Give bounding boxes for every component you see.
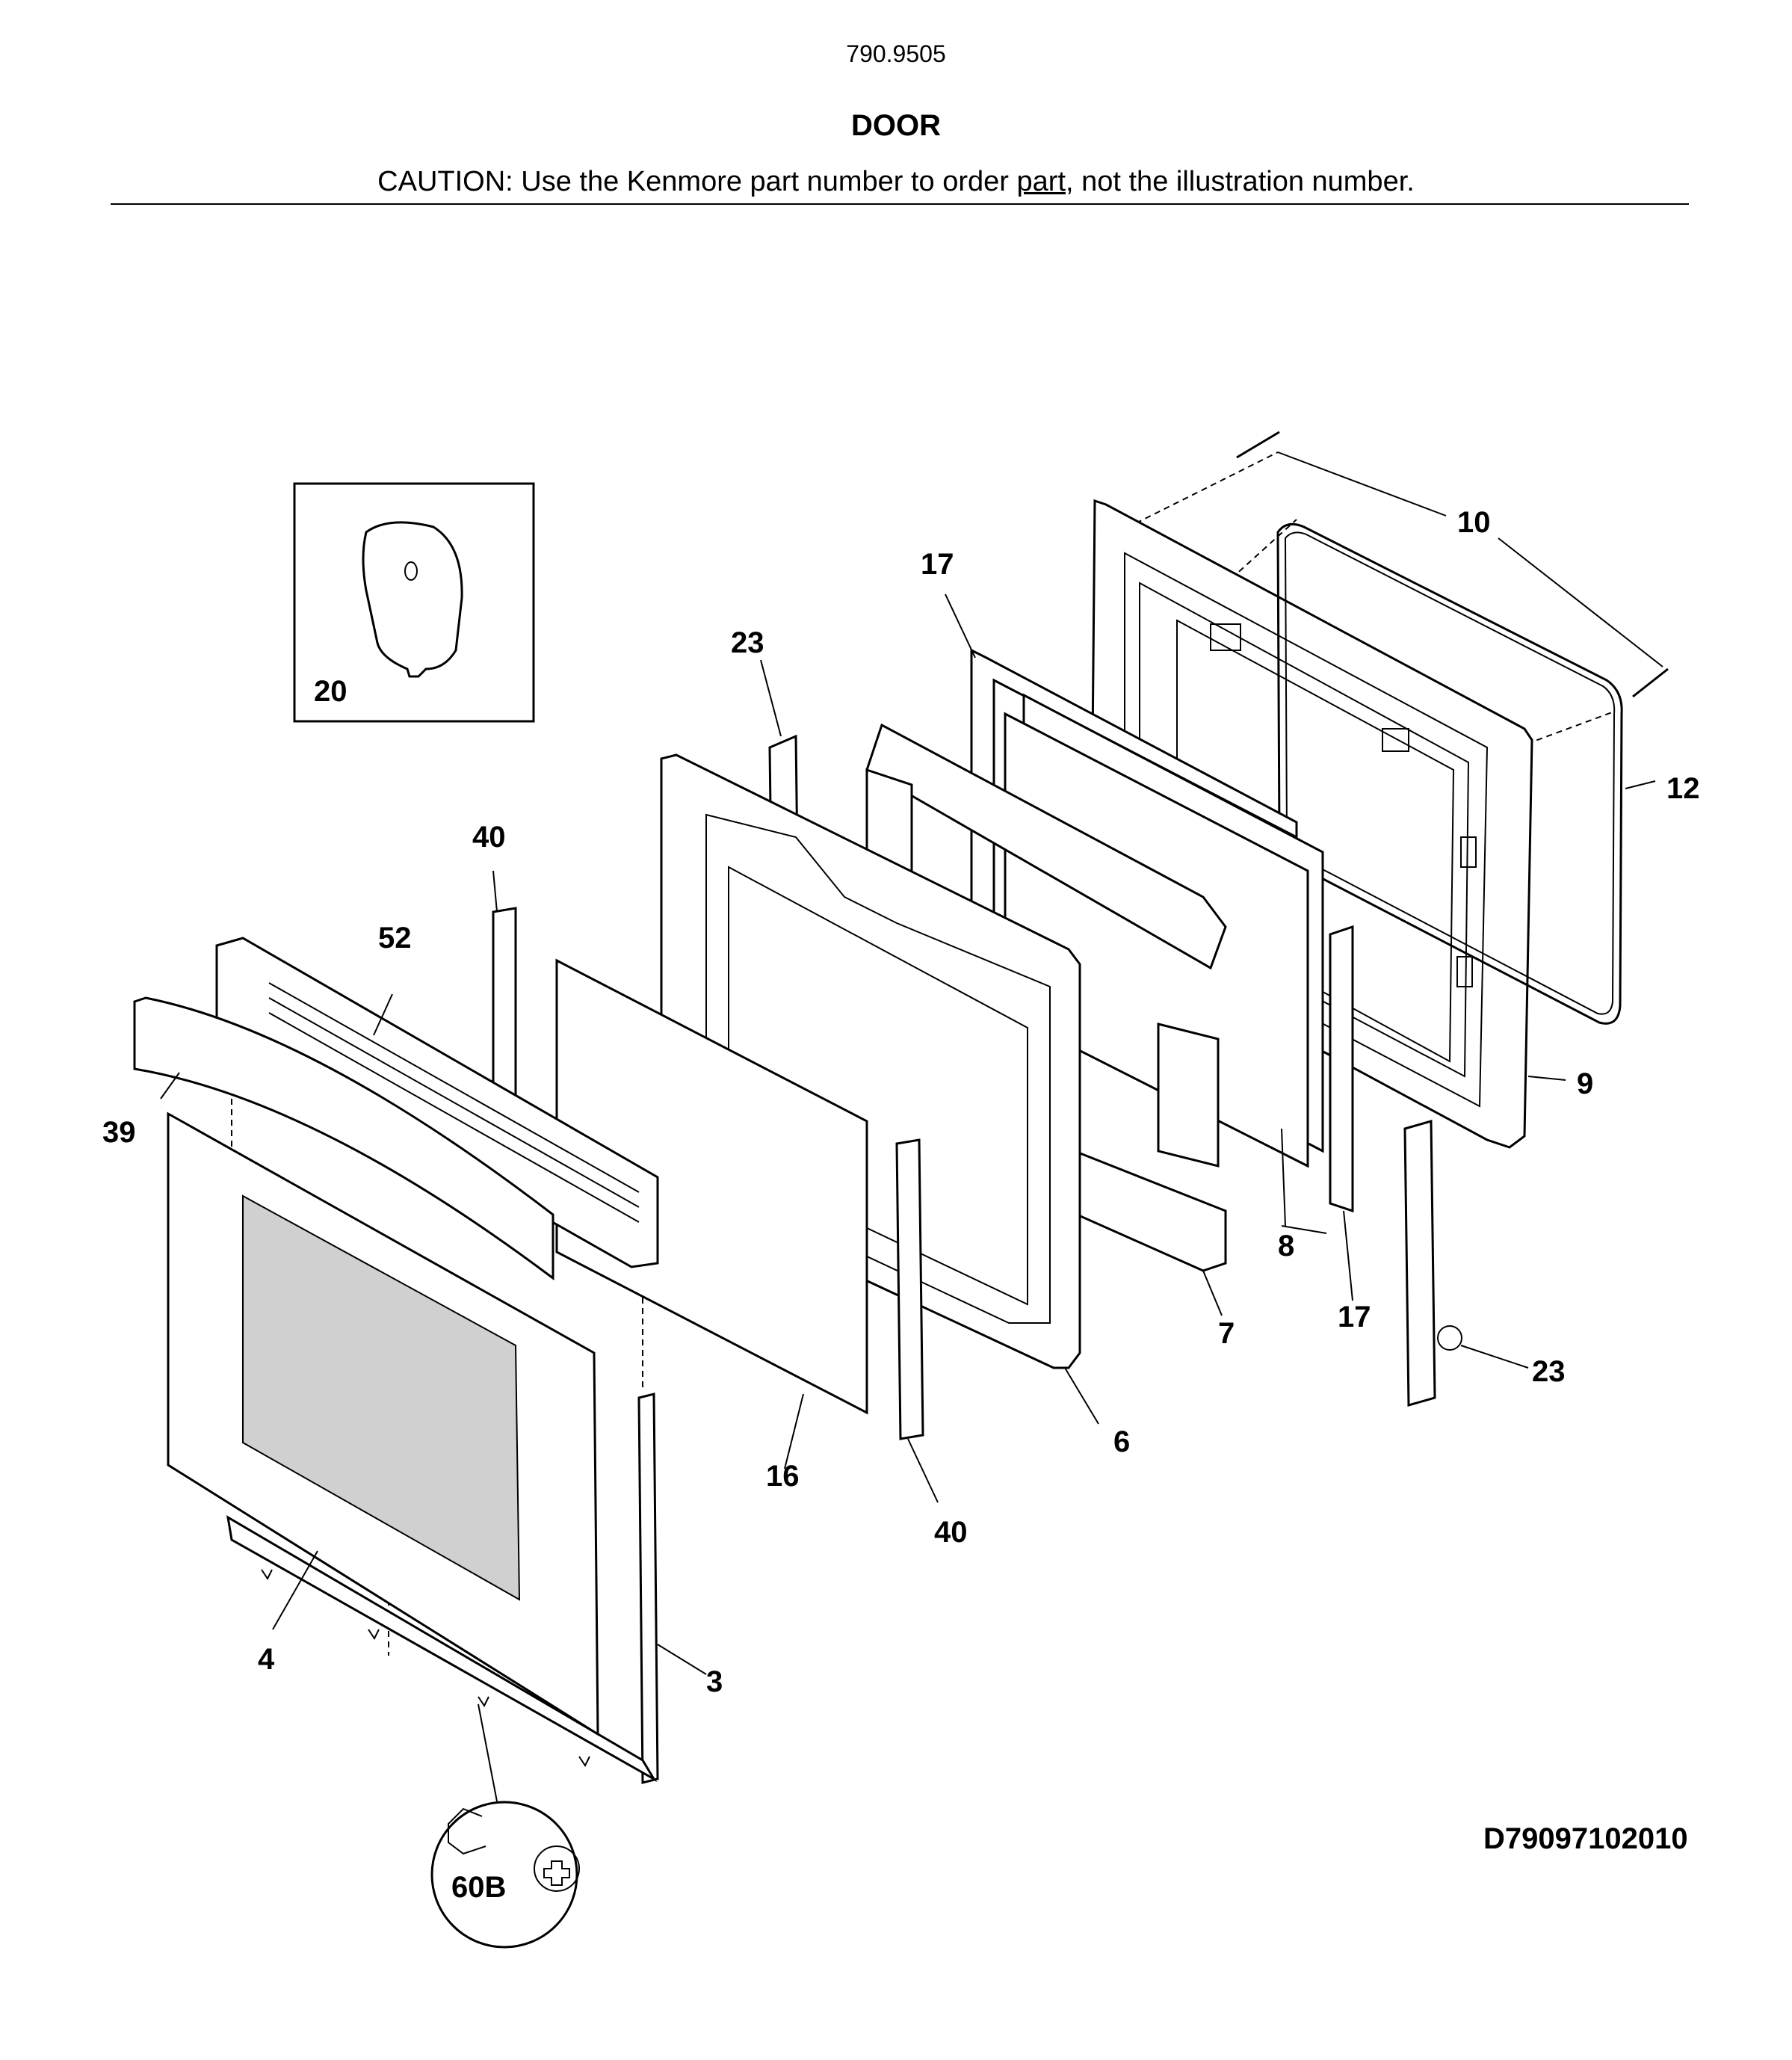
part-4-outer-door	[167, 1111, 599, 1736]
callout-17-lower: 17	[1338, 1301, 1371, 1333]
part-10-screws	[1236, 431, 1669, 698]
callout-60b: 60B	[451, 1871, 506, 1904]
part-20-inset	[293, 482, 535, 723]
callout-9: 9	[1577, 1067, 1593, 1100]
caution-text-end: , not the illustration number.	[1066, 166, 1415, 197]
callout-8: 8	[1278, 1230, 1294, 1262]
callout-52: 52	[378, 922, 412, 955]
callout-4: 4	[258, 1643, 275, 1676]
callout-6: 6	[1113, 1425, 1130, 1458]
small-screws	[261, 1569, 590, 1767]
diagram-code: D79097102010	[1483, 1822, 1688, 1855]
callout-12: 12	[1666, 772, 1700, 805]
page-title: DOOR	[851, 109, 941, 142]
callout-40-lower: 40	[934, 1516, 968, 1549]
part-60b-screw-detail	[430, 1801, 580, 1949]
callout-20: 20	[314, 675, 347, 708]
leader-lines	[160, 451, 1663, 1802]
part-52-vent-trim	[215, 937, 659, 1268]
part-39-handle	[133, 996, 554, 1280]
callout-16: 16	[766, 1460, 800, 1493]
caution-part-link[interactable]: part	[1016, 166, 1066, 197]
callout-23-upper: 23	[731, 626, 764, 659]
part-3-side-trim	[226, 1393, 659, 1784]
header-divider	[111, 203, 1689, 205]
callout-17-upper: 17	[921, 548, 954, 581]
callout-40-upper: 40	[472, 821, 506, 854]
callout-39: 39	[102, 1116, 136, 1149]
callout-23-lower: 23	[1532, 1355, 1566, 1388]
callout-3: 3	[706, 1665, 723, 1698]
caution-text-start: CAUTION: Use the Kenmore part number to …	[377, 166, 1017, 197]
model-number: 790.9505	[846, 40, 946, 67]
part-20-shape	[362, 521, 463, 678]
callout-7: 7	[1218, 1317, 1235, 1350]
callout-labels: 10 12 9 8 17 17 23 7 6 23 40 40 52 39 16…	[102, 506, 1700, 1904]
caution-note: CAUTION: Use the Kenmore part number to …	[0, 166, 1792, 198]
callout-10: 10	[1457, 506, 1491, 539]
